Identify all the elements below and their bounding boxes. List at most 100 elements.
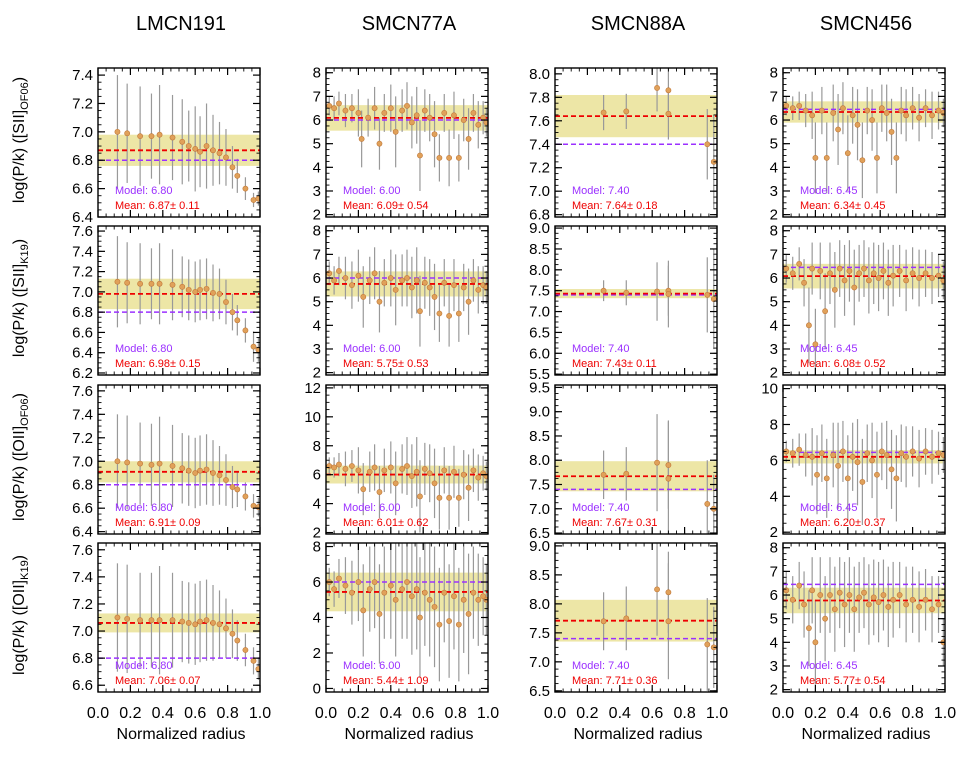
y-tick-label: 4 <box>770 488 778 505</box>
data-point <box>426 470 433 477</box>
data-point <box>893 475 900 482</box>
x-tick-label: 1.0 <box>934 705 956 722</box>
y-tick-label: 6.6 <box>72 324 93 341</box>
y-tick-label: 2 <box>770 682 778 699</box>
data-point <box>861 589 867 596</box>
data-point <box>801 279 807 286</box>
data-point <box>179 283 186 290</box>
row-label-oii-of06: log(P/k) ([OII]OF06) <box>11 393 31 521</box>
y-tick-label: 7 <box>313 246 321 263</box>
data-point <box>431 294 438 300</box>
x-tick-label: 0.6 <box>412 705 434 722</box>
data-point <box>223 625 229 632</box>
data-point <box>192 288 199 295</box>
data-point <box>326 102 333 109</box>
y-tick-label: 6.5 <box>529 525 550 542</box>
data-point <box>623 108 630 115</box>
data-point <box>783 102 790 109</box>
y-tick-label: 7.6 <box>72 223 93 240</box>
y-tick-label: 5 <box>770 294 778 311</box>
data-point <box>349 589 355 596</box>
y-tick-label: 7.0 <box>529 183 550 200</box>
y-tick-label: 3 <box>770 183 778 200</box>
data-point <box>856 594 863 601</box>
y-tick-label: 7.8 <box>529 89 550 106</box>
model-annotation: Model: 7.40 <box>572 185 629 197</box>
data-point <box>903 601 910 608</box>
panel-plot-area <box>783 82 945 199</box>
data-point <box>250 197 257 203</box>
data-point <box>888 128 895 135</box>
data-point <box>413 277 420 284</box>
y-tick-label: 7 <box>313 88 321 105</box>
data-point <box>355 110 362 116</box>
data-point <box>475 596 482 603</box>
data-point <box>376 140 383 147</box>
data-point <box>888 466 895 473</box>
y-tick-label: 7.0 <box>72 284 93 301</box>
y-tick-label: 5 <box>313 294 321 311</box>
data-point <box>875 599 882 606</box>
x-tick-label: 1.0 <box>706 705 728 722</box>
y-tick-label: 9.5 <box>529 379 550 396</box>
data-point <box>441 279 448 286</box>
y-tick-label: 7.6 <box>529 113 550 130</box>
data-point <box>830 110 837 116</box>
data-point <box>169 134 176 141</box>
data-point <box>436 154 443 161</box>
data-point <box>431 131 438 138</box>
mean-annotation: Mean: 7.64± 0.18 <box>572 200 658 212</box>
data-point <box>336 575 342 582</box>
model-annotation: Model: 6.45 <box>800 343 857 355</box>
data-point <box>836 265 843 272</box>
data-point <box>451 468 457 475</box>
data-point <box>796 582 803 589</box>
data-point <box>210 289 216 296</box>
y-tick-label: 3 <box>313 341 321 358</box>
data-point <box>381 467 388 474</box>
data-point <box>148 133 155 140</box>
data-point <box>426 114 433 121</box>
data-point <box>436 621 443 628</box>
x-tick-label: 0.0 <box>315 705 337 722</box>
data-point <box>470 110 477 116</box>
data-point <box>417 152 423 159</box>
data-point <box>250 343 257 350</box>
data-point <box>156 617 163 624</box>
data-point <box>366 586 373 593</box>
data-point <box>893 154 900 161</box>
data-point <box>376 298 383 305</box>
data-point <box>849 453 856 460</box>
data-point <box>148 461 155 468</box>
data-point <box>909 105 916 112</box>
mean-annotation: Mean: 6.98± 0.15 <box>115 358 201 370</box>
y-tick-label: 6.4 <box>72 524 93 541</box>
data-point <box>392 480 399 487</box>
x-tick-label: 0.6 <box>641 705 663 722</box>
data-point <box>242 327 249 334</box>
data-point <box>864 450 871 457</box>
data-point <box>169 281 176 288</box>
data-point <box>818 450 825 457</box>
data-point <box>851 606 858 613</box>
data-point <box>197 148 203 155</box>
data-point <box>796 260 803 267</box>
data-point <box>874 154 880 161</box>
data-point <box>451 282 457 289</box>
data-point <box>326 270 333 277</box>
y-tick-label: 8.0 <box>529 66 550 83</box>
data-point <box>909 596 916 603</box>
data-point <box>665 87 672 94</box>
data-point <box>197 286 203 293</box>
data-point <box>623 289 630 296</box>
data-point <box>137 280 144 287</box>
data-point <box>789 270 796 277</box>
data-point <box>441 110 448 116</box>
mean-annotation: Mean: 6.20± 0.37 <box>800 517 886 529</box>
data-point <box>392 286 399 293</box>
